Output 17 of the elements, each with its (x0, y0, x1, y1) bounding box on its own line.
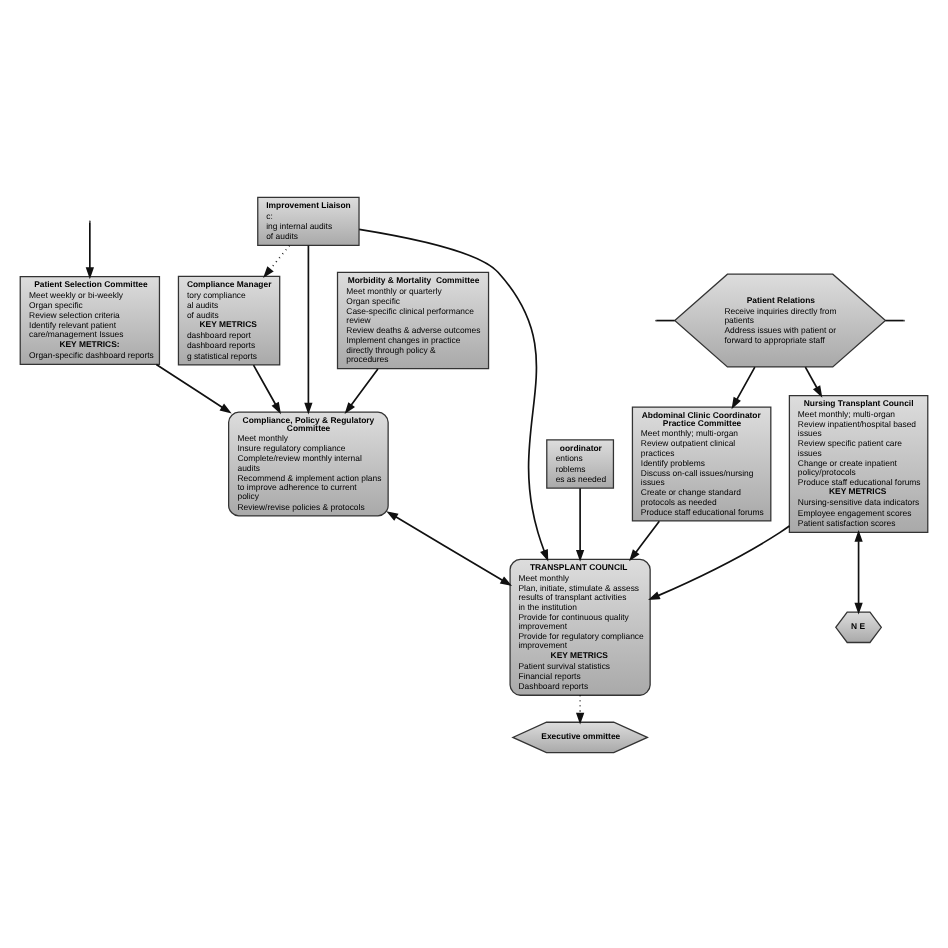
arrow (252, 363, 281, 414)
arrow (304, 243, 313, 414)
arrow (804, 365, 823, 397)
arrow (629, 519, 661, 561)
arrow (85, 220, 94, 279)
arrow (155, 362, 232, 413)
connector (655, 318, 676, 321)
arrow (575, 693, 585, 724)
arrow (386, 510, 513, 585)
arrow (575, 486, 585, 561)
arrow (344, 367, 379, 414)
arrow (358, 227, 549, 561)
connector (884, 318, 905, 321)
arrow (648, 524, 791, 599)
arrow (731, 365, 756, 409)
arrow (854, 528, 863, 614)
arrow (263, 243, 291, 277)
